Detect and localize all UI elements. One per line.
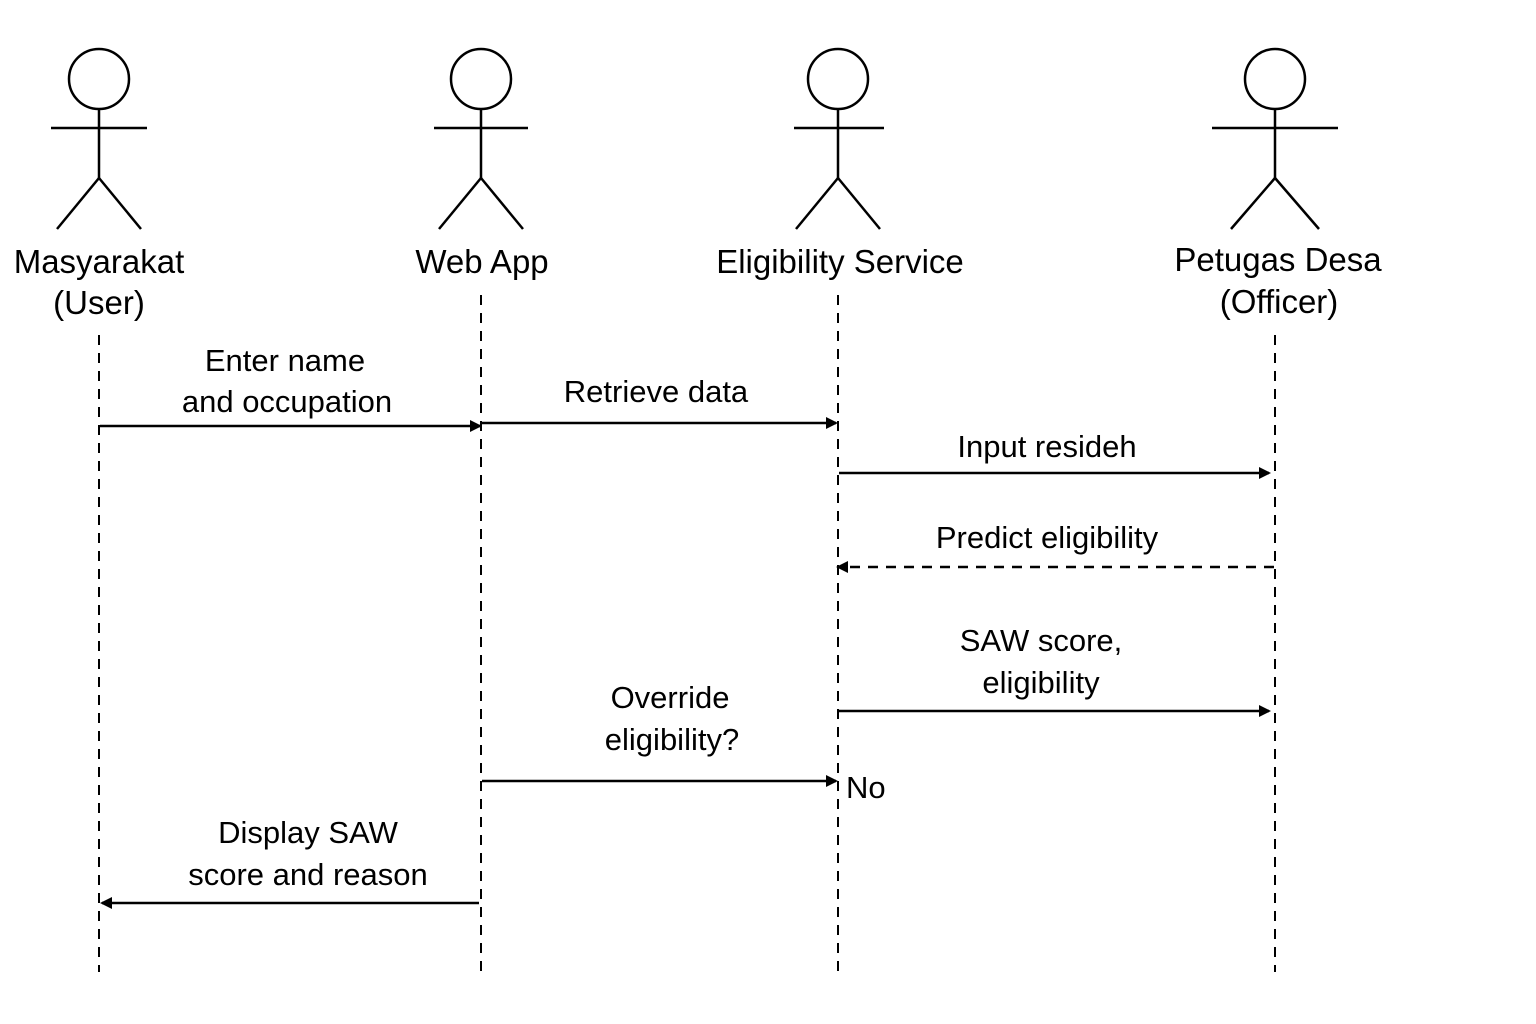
message-label: Predict eligibility — [936, 520, 1159, 555]
actor-eligibility-service: Eligibility Service — [716, 47, 964, 978]
message-label: Enter name — [205, 343, 365, 378]
message-override-eligibility: Override eligibility? No — [482, 680, 886, 805]
message-label: Display SAW — [218, 815, 398, 850]
actor-masyarakat: Masyarakat (User) — [14, 47, 185, 972]
message-display-saw: Display SAW score and reason — [100, 815, 479, 909]
actor-name: Eligibility Service — [716, 243, 964, 280]
actor-petugas-desa: Petugas Desa (Officer) — [1174, 47, 1382, 972]
message-label: Override — [611, 680, 730, 715]
stick-figure-icon — [51, 47, 147, 230]
message-note: No — [846, 770, 886, 805]
message-label: Retrieve data — [564, 374, 749, 409]
stick-figure-icon — [1212, 47, 1338, 230]
message-input-resideh: Input resideh — [839, 429, 1271, 479]
message-label: Input resideh — [957, 429, 1136, 464]
message-label: eligibility? — [605, 722, 739, 757]
message-label: and occupation — [182, 384, 392, 419]
message-enter-name: Enter name and occupation — [100, 343, 482, 432]
message-saw-score: SAW score, eligibility — [839, 623, 1271, 717]
actor-web-app: Web App — [415, 47, 549, 978]
actor-name: Masyarakat — [14, 243, 185, 280]
actor-name: Web App — [415, 243, 548, 280]
message-predict-eligibility: Predict eligibility — [836, 520, 1274, 573]
message-label: SAW score, — [960, 623, 1123, 658]
actor-subtitle: (Officer) — [1220, 283, 1339, 320]
message-label: score and reason — [188, 857, 428, 892]
actor-name: Petugas Desa — [1174, 241, 1382, 278]
stick-figure-icon — [794, 47, 884, 230]
message-label: eligibility — [982, 665, 1100, 700]
stick-figure-icon — [434, 47, 528, 230]
message-retrieve-data: Retrieve data — [482, 374, 838, 429]
actor-subtitle: (User) — [53, 284, 145, 321]
